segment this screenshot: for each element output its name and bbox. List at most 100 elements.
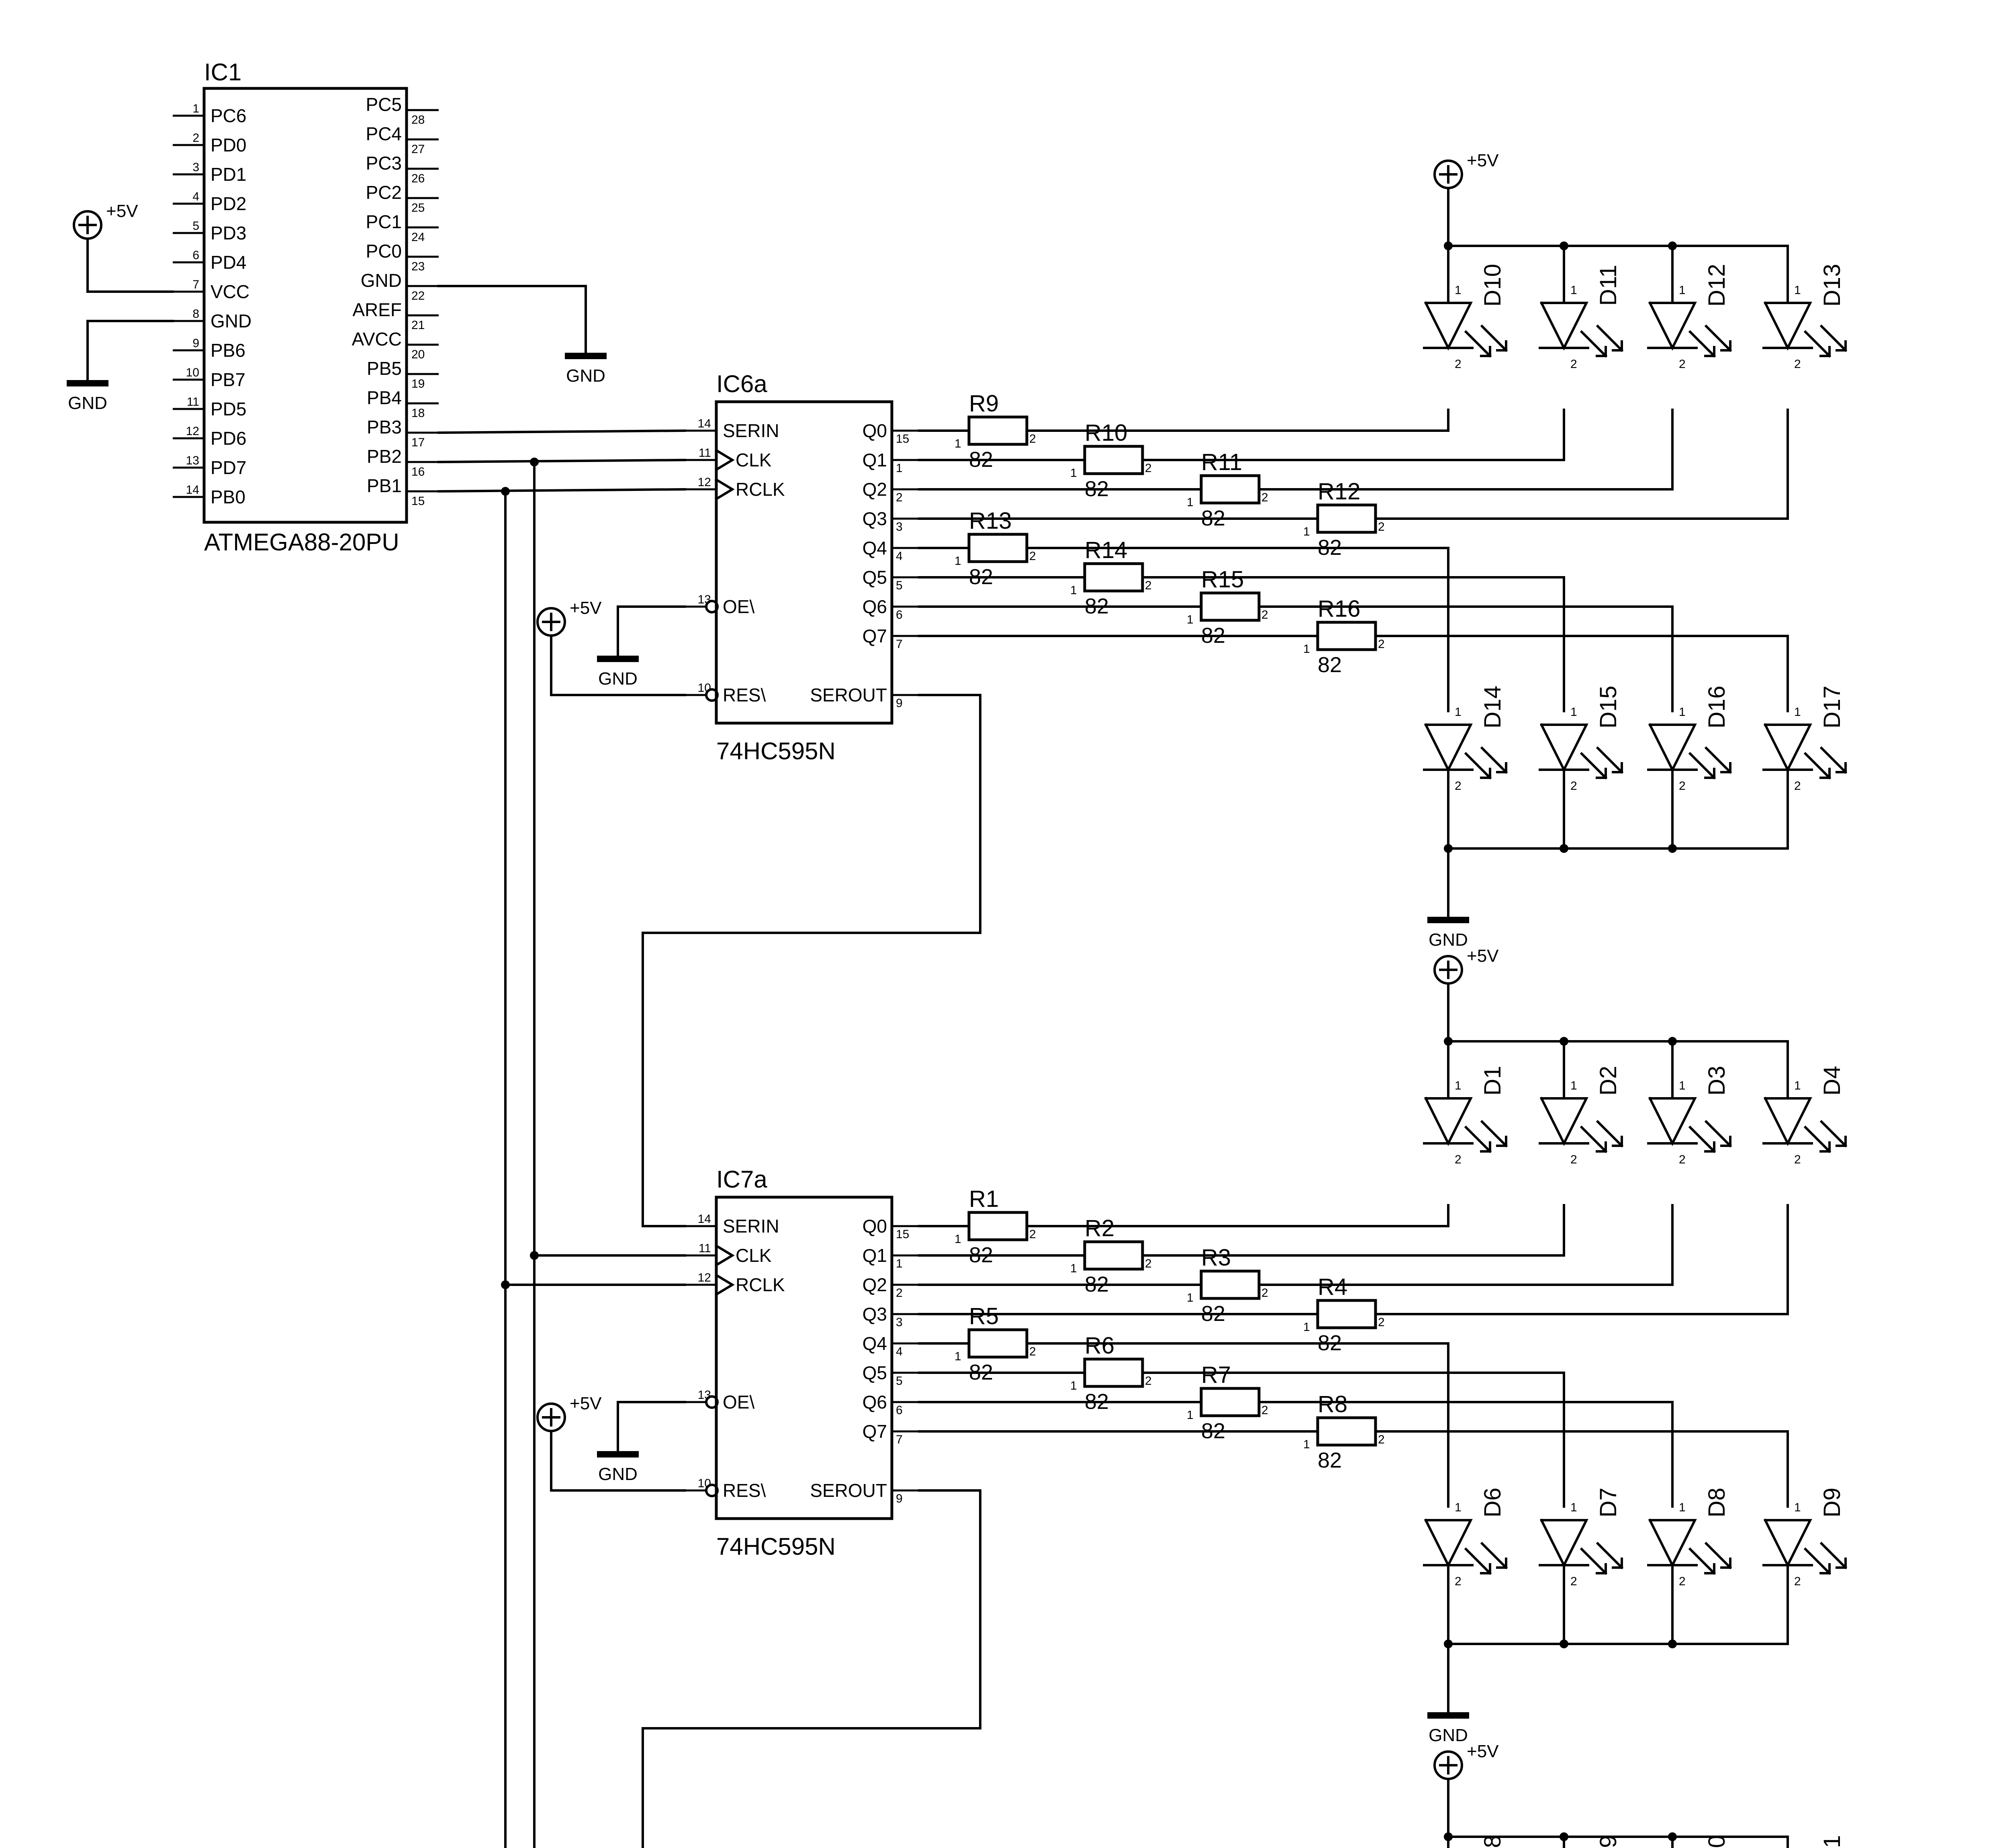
- resistor-ref: R16: [1318, 596, 1360, 622]
- shift-left-pin-name: SERIN: [723, 1216, 779, 1237]
- led-arrow-icon: [1580, 330, 1608, 358]
- power-circle-icon: [1433, 955, 1463, 985]
- daisy-chain-wire: [642, 694, 981, 1227]
- ic1-left-pin-name: PB7: [211, 369, 245, 390]
- ic1-right-pin-number: 24: [411, 231, 425, 244]
- led-pin-number: 1: [1570, 284, 1577, 297]
- led-ref: D17: [1819, 686, 1845, 728]
- led-arrowhead-icon: [1720, 1136, 1731, 1147]
- ic1-left-pin-number: 12: [186, 425, 199, 438]
- led-arrowhead-icon: [1596, 346, 1607, 357]
- shift-output-pin-name: Q4: [863, 1333, 887, 1354]
- shift-output-pin-name: Q7: [863, 1421, 887, 1442]
- inverted-input-bubble-icon: [705, 1395, 719, 1409]
- shift-left-pin-name: OE\: [723, 596, 754, 617]
- junction-dot: [1668, 844, 1677, 853]
- ic1-part-label: ATMEGA88-20PU: [204, 529, 399, 556]
- resistor-to-led-wire: [1374, 1430, 1789, 1508]
- resistor-value: 82: [1085, 594, 1109, 618]
- led-arrowhead-icon: [1819, 346, 1831, 357]
- ground-bar-icon: [565, 353, 607, 359]
- power-label: +5V: [570, 598, 602, 618]
- shift-left-pin-name: RES\: [723, 685, 766, 705]
- ic1-ref-label: IC1: [204, 59, 241, 86]
- shift-left-pin-number: 14: [698, 417, 711, 430]
- ic1-left-pin-number: 6: [192, 249, 199, 262]
- resistor-pin-number: 1: [1303, 1438, 1310, 1451]
- shift-register-part: 74HC595N: [716, 1533, 836, 1560]
- led-pin-number: 2: [1570, 1153, 1577, 1166]
- resistor-body: [1200, 474, 1261, 505]
- shift-output-pin-number: 7: [896, 638, 903, 651]
- resistor-pin-number: 2: [1145, 579, 1152, 592]
- shift-power-symbol: +5V: [536, 1394, 602, 1432]
- resistor-value: 82: [1085, 1390, 1109, 1414]
- led-pin-number: 2: [1794, 779, 1801, 793]
- resistor-body: [1083, 445, 1144, 475]
- led-triangle-icon: [1539, 1096, 1588, 1146]
- power-circle-icon: [73, 210, 102, 240]
- led-arrow-icon: [1803, 330, 1832, 358]
- shift-left-pin-name: RES\: [723, 1480, 766, 1501]
- led-arrow-icon: [1704, 1541, 1732, 1570]
- led-pin-number: 1: [1679, 284, 1686, 297]
- resistor-body: [1083, 1240, 1144, 1271]
- shift-output-pin-name: Q3: [863, 508, 887, 529]
- resistor-ref: R2: [1085, 1215, 1114, 1241]
- ic1-right-pin-number: 17: [411, 436, 425, 449]
- ic1-right-pin-number: 23: [411, 260, 425, 273]
- led-pin-number: 2: [1794, 1575, 1801, 1588]
- led-arrowhead-icon: [1480, 1563, 1491, 1574]
- ic1-right-pin-name: AREF: [352, 299, 402, 320]
- led-ref: D7: [1595, 1488, 1621, 1517]
- led-pin-number: 2: [1679, 779, 1686, 793]
- resistor-to-led-wire: [1258, 409, 1674, 491]
- shift-output-pin-number: 15: [896, 1228, 909, 1241]
- junction-dot: [530, 1251, 539, 1260]
- resistor-value: 82: [1318, 653, 1342, 677]
- led-arrowhead-icon: [1612, 762, 1623, 773]
- shift-output-pin-number: 1: [896, 462, 903, 475]
- resistor-value: 82: [1201, 623, 1225, 648]
- led-ref: D16: [1704, 686, 1730, 728]
- resistor-to-led-wire: [1258, 1401, 1674, 1508]
- serout-pin-number: 9: [896, 1492, 903, 1505]
- oe-to-gnd-wire: [617, 1401, 686, 1452]
- resistor-pin-number: 1: [955, 1233, 961, 1246]
- ic1-right-pin-name: PC5: [366, 94, 402, 115]
- partial-led-ref: 0: [1704, 1835, 1730, 1848]
- shift-register-ref: IC6a: [716, 370, 767, 397]
- shift-register-part: 74HC595N: [716, 738, 836, 765]
- ic1-left-pin-name: PC6: [211, 105, 246, 126]
- ground-label: GND: [1429, 1725, 1468, 1745]
- resistor-pin-number: 2: [1029, 1228, 1036, 1241]
- led-ref: D8: [1704, 1488, 1730, 1517]
- wires: [86, 187, 1789, 1848]
- shift-ground: GND: [597, 656, 639, 689]
- led-arrowhead-icon: [1819, 1141, 1831, 1153]
- led-triangle-icon: [1539, 301, 1588, 351]
- led-arrowhead-icon: [1720, 1558, 1731, 1569]
- ground-bar-icon: [1427, 917, 1469, 923]
- led-pin-number: 2: [1794, 1153, 1801, 1166]
- oe-to-gnd-wire: [617, 605, 686, 657]
- ic1-left-pin-name: GND: [211, 311, 251, 331]
- ic1-left-pin-number: 3: [192, 161, 199, 174]
- ic1-left-pin-name: PD2: [211, 193, 246, 214]
- led-pin-number: 1: [1794, 284, 1801, 297]
- pb3-to-serin-wire: [437, 429, 687, 434]
- resistor-pin-number: 2: [1378, 520, 1385, 534]
- led-pin-number: 2: [1570, 358, 1577, 371]
- led-ref: D10: [1480, 264, 1506, 307]
- partial-led-ref: 9: [1595, 1835, 1621, 1848]
- resistor-body: [1083, 1357, 1144, 1388]
- shift-output-pin-name: Q1: [863, 1245, 887, 1266]
